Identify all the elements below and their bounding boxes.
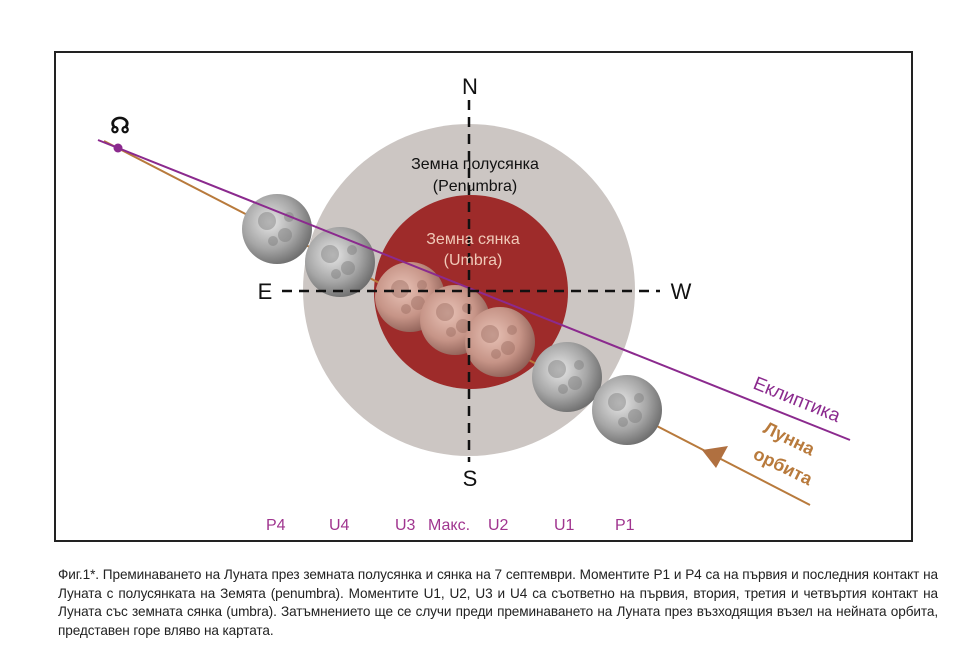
moon-crater — [608, 393, 626, 411]
umbra-label: Земна сянка — [426, 231, 520, 248]
moon-crater — [341, 261, 355, 275]
moon-crater — [456, 319, 470, 333]
moon-crater — [548, 360, 566, 378]
contact-p1: P1 — [615, 517, 635, 534]
contact-u3: U3 — [395, 517, 416, 534]
penumbra-label: Земна полусянка — [411, 156, 539, 173]
contact-max: Макс. — [428, 517, 470, 534]
moon-1 — [242, 194, 312, 264]
moon-crater — [321, 245, 339, 263]
moon-6 — [532, 342, 602, 412]
moon-crater — [568, 376, 582, 390]
moon-7 — [592, 375, 662, 445]
moon-crater — [628, 409, 642, 423]
moon-crater — [417, 280, 427, 290]
contact-p4: P4 — [266, 517, 286, 534]
figure-caption: Фиг.1*. Преминаването на Луната през зем… — [58, 567, 938, 638]
moon-crater — [347, 245, 357, 255]
ascending-node-symbol: ☊ — [110, 113, 130, 138]
moon-crater — [446, 327, 456, 337]
contact-u4: U4 — [329, 517, 350, 534]
moon-crater — [462, 303, 472, 313]
moon-crater — [481, 325, 499, 343]
moon-crater — [331, 269, 341, 279]
moon-crater — [436, 303, 454, 321]
contact-u2: U2 — [488, 517, 509, 534]
moon-crater — [558, 384, 568, 394]
south-label: S — [463, 466, 478, 491]
north-label: N — [462, 74, 478, 99]
moon-crater — [507, 325, 517, 335]
moon-crater — [634, 393, 644, 403]
moon-crater — [258, 212, 276, 230]
moon-positions — [242, 194, 662, 445]
moon-crater — [411, 296, 425, 310]
penumbra-label-latin: (Penumbra) — [433, 178, 517, 195]
moon-crater — [268, 236, 278, 246]
moon-crater — [401, 304, 411, 314]
contact-u1: U1 — [554, 517, 575, 534]
west-label: W — [671, 279, 692, 304]
moon-crater — [501, 341, 515, 355]
eclipse-diagram: N S E W ☊ Земна полусянка (Penumbra) Зем… — [54, 51, 913, 542]
moon-crater — [618, 417, 628, 427]
contact-labels: P4 U4 U3 Макс. U2 U1 P1 — [266, 517, 635, 534]
orbit-direction-arrow-icon — [702, 446, 728, 468]
moon-crater — [574, 360, 584, 370]
moon-crater — [491, 349, 501, 359]
moon-5 — [465, 307, 535, 377]
east-label: E — [258, 279, 273, 304]
umbra-label-latin: (Umbra) — [444, 252, 503, 269]
ascending-node-dot — [113, 143, 123, 153]
moon-crater — [278, 228, 292, 242]
moon-crater — [391, 280, 409, 298]
